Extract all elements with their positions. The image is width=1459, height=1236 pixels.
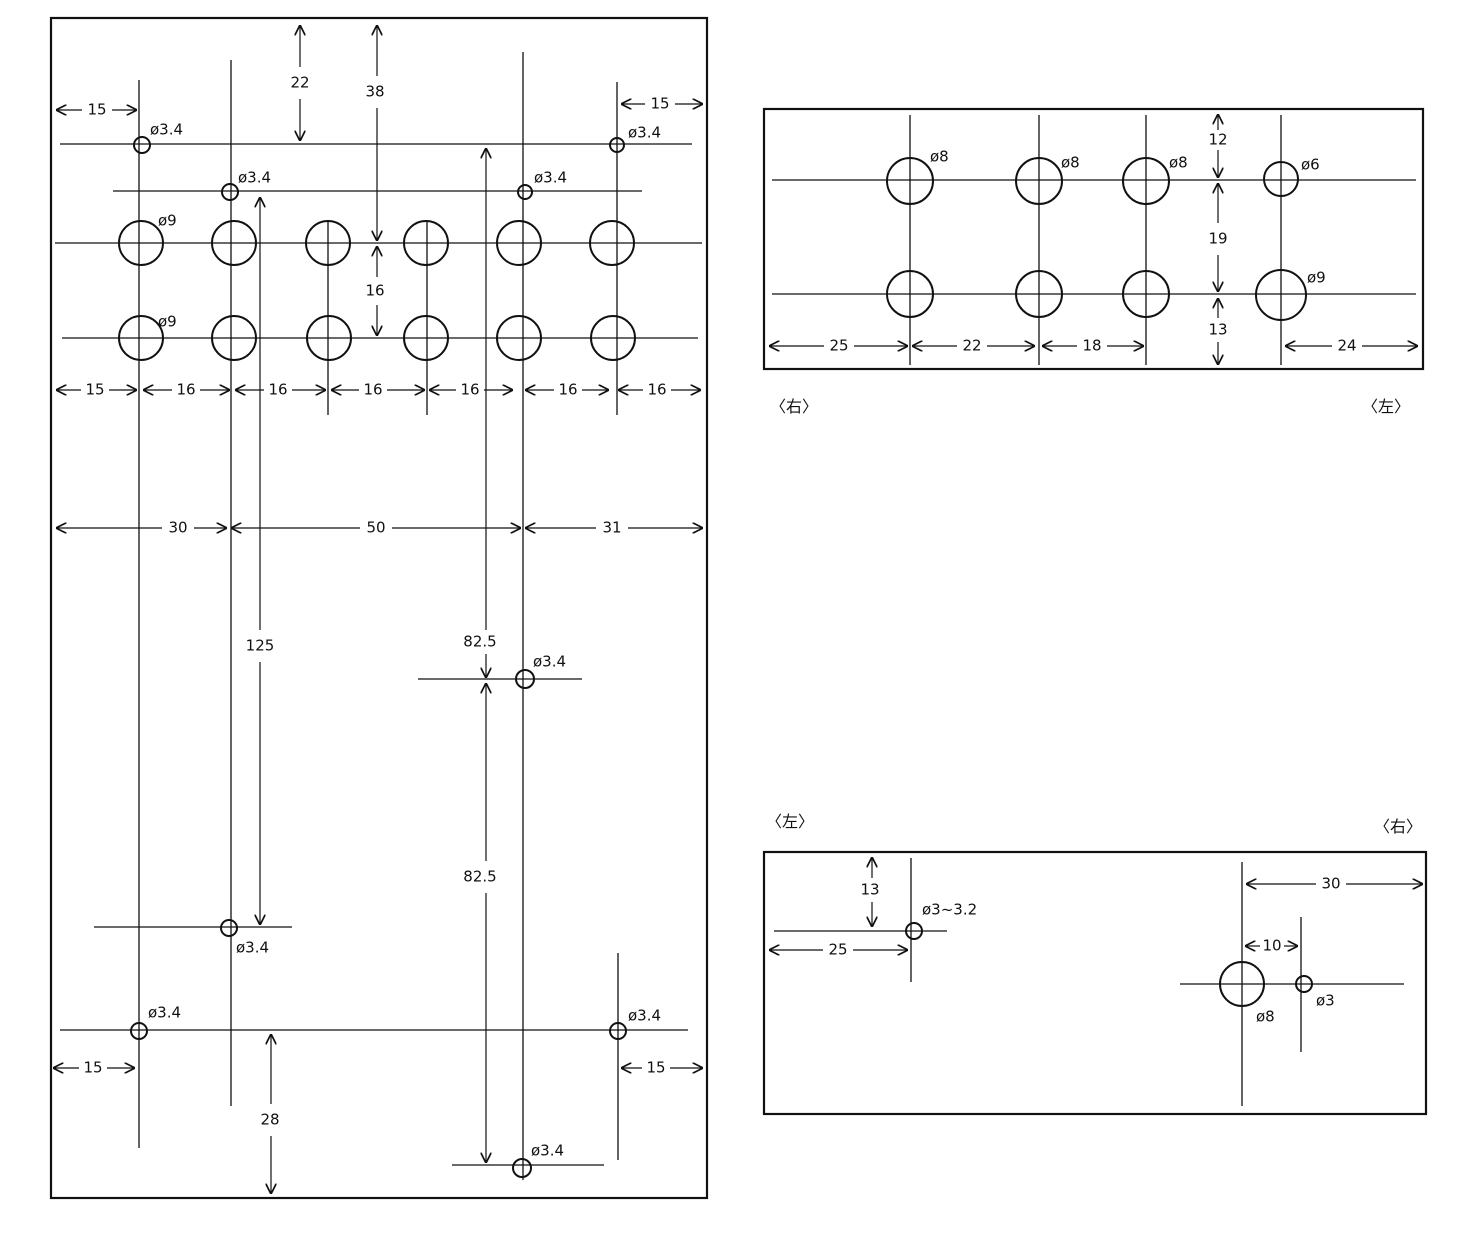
hole-label: ø3.4	[534, 169, 567, 187]
bottom-right-panel-outline	[762, 850, 1428, 1116]
hole-circle	[609, 1022, 627, 1040]
dimension-label: 22	[962, 337, 981, 355]
hole-label: ø3.4	[148, 1004, 181, 1022]
dimension-label: 15	[650, 95, 669, 113]
dimension-label: 15	[85, 381, 104, 399]
hole-label: ø8	[1256, 1008, 1275, 1026]
hole-circle	[1219, 961, 1265, 1007]
dimension-label: 16	[268, 381, 287, 399]
hole-circle	[403, 220, 449, 266]
hole-circle	[1015, 157, 1063, 205]
hole-label: ø3~3.2	[922, 901, 977, 919]
dimension-label: 15	[83, 1059, 102, 1077]
dimension-label: 28	[260, 1111, 279, 1129]
corner-label-top-left: 〈右〉	[770, 397, 819, 416]
hole-circle	[905, 922, 923, 940]
hole-label: ø3.4	[531, 1142, 564, 1160]
dimension-label: 12	[1208, 131, 1227, 149]
dimension-label: 82.5	[463, 868, 496, 886]
dimension-label: 16	[365, 282, 384, 300]
hole-label: ø8	[1169, 154, 1188, 172]
hole-circle	[589, 220, 635, 266]
dimension-label: 16	[363, 381, 382, 399]
hole-circle	[221, 183, 239, 201]
hole-label: ø3.4	[150, 121, 183, 139]
hole-label: ø3.4	[236, 939, 269, 957]
hole-circle	[306, 315, 352, 361]
hole-circle	[1122, 157, 1170, 205]
dimension-label: 38	[365, 83, 384, 101]
hole-circle	[512, 1158, 532, 1178]
dimension-label: 82.5	[463, 633, 496, 651]
hole-circle	[1263, 161, 1299, 197]
dimension-label: 16	[647, 381, 666, 399]
hole-label: ø3.4	[238, 169, 271, 187]
corner-label-bottom-left: 〈左〉	[766, 812, 815, 831]
hole-circle	[1122, 270, 1170, 318]
hole-label: ø6	[1301, 156, 1320, 174]
dimension-label: 13	[860, 881, 879, 899]
hole-label: ø8	[1061, 154, 1080, 172]
hole-label: ø9	[1307, 269, 1326, 287]
hole-circle	[211, 220, 257, 266]
dimension-label: 25	[829, 337, 848, 355]
hole-circle	[609, 137, 625, 153]
hole-circle	[1255, 269, 1307, 321]
hole-circle	[496, 220, 542, 266]
hole-circle	[130, 1022, 148, 1040]
hole-circle	[1015, 270, 1063, 318]
dimension-label: 31	[602, 519, 621, 537]
dimension-label: 16	[558, 381, 577, 399]
hole-label: ø9	[158, 313, 177, 331]
dimension-label: 30	[1321, 875, 1340, 893]
top-right-panel-outline	[762, 107, 1425, 371]
hole-label: ø8	[930, 148, 949, 166]
hole-circle	[220, 919, 238, 937]
dimension-label: 125	[246, 637, 275, 655]
dimension-label: 22	[290, 74, 309, 92]
dimension-label: 13	[1208, 321, 1227, 339]
hole-circle	[133, 136, 151, 154]
hole-circle	[515, 669, 535, 689]
hole-label: ø3.4	[628, 124, 661, 142]
hole-label: ø9	[158, 212, 177, 230]
hole-label: ø3.4	[533, 653, 566, 671]
hole-circle	[211, 315, 257, 361]
hole-circle	[886, 270, 934, 318]
hole-circle	[118, 220, 164, 266]
dimension-label: 16	[460, 381, 479, 399]
hole-circle	[496, 315, 542, 361]
dimension-label: 18	[1082, 337, 1101, 355]
main-panel-outline	[49, 16, 709, 1200]
dimension-label: 24	[1337, 337, 1356, 355]
hole-circle	[886, 157, 934, 205]
hole-circle	[305, 220, 351, 266]
corner-label-bottom-right: 〈右〉	[1374, 817, 1423, 836]
hole-label: ø3	[1316, 992, 1335, 1010]
dimension-label: 16	[176, 381, 195, 399]
corner-label-top-right: 〈左〉	[1362, 397, 1411, 416]
dimension-label: 30	[168, 519, 187, 537]
hole-circle	[590, 315, 636, 361]
dimension-label: 19	[1208, 230, 1227, 248]
hole-label: ø3.4	[628, 1007, 661, 1025]
hole-circle	[517, 184, 533, 200]
hole-circle	[118, 315, 164, 361]
dimension-label: 10	[1262, 937, 1281, 955]
hole-circle	[1295, 975, 1313, 993]
dimension-label: 15	[87, 101, 106, 119]
dimension-label: 50	[366, 519, 385, 537]
hole-circle	[403, 315, 449, 361]
dimension-label: 25	[828, 941, 847, 959]
dimension-label: 15	[646, 1059, 665, 1077]
